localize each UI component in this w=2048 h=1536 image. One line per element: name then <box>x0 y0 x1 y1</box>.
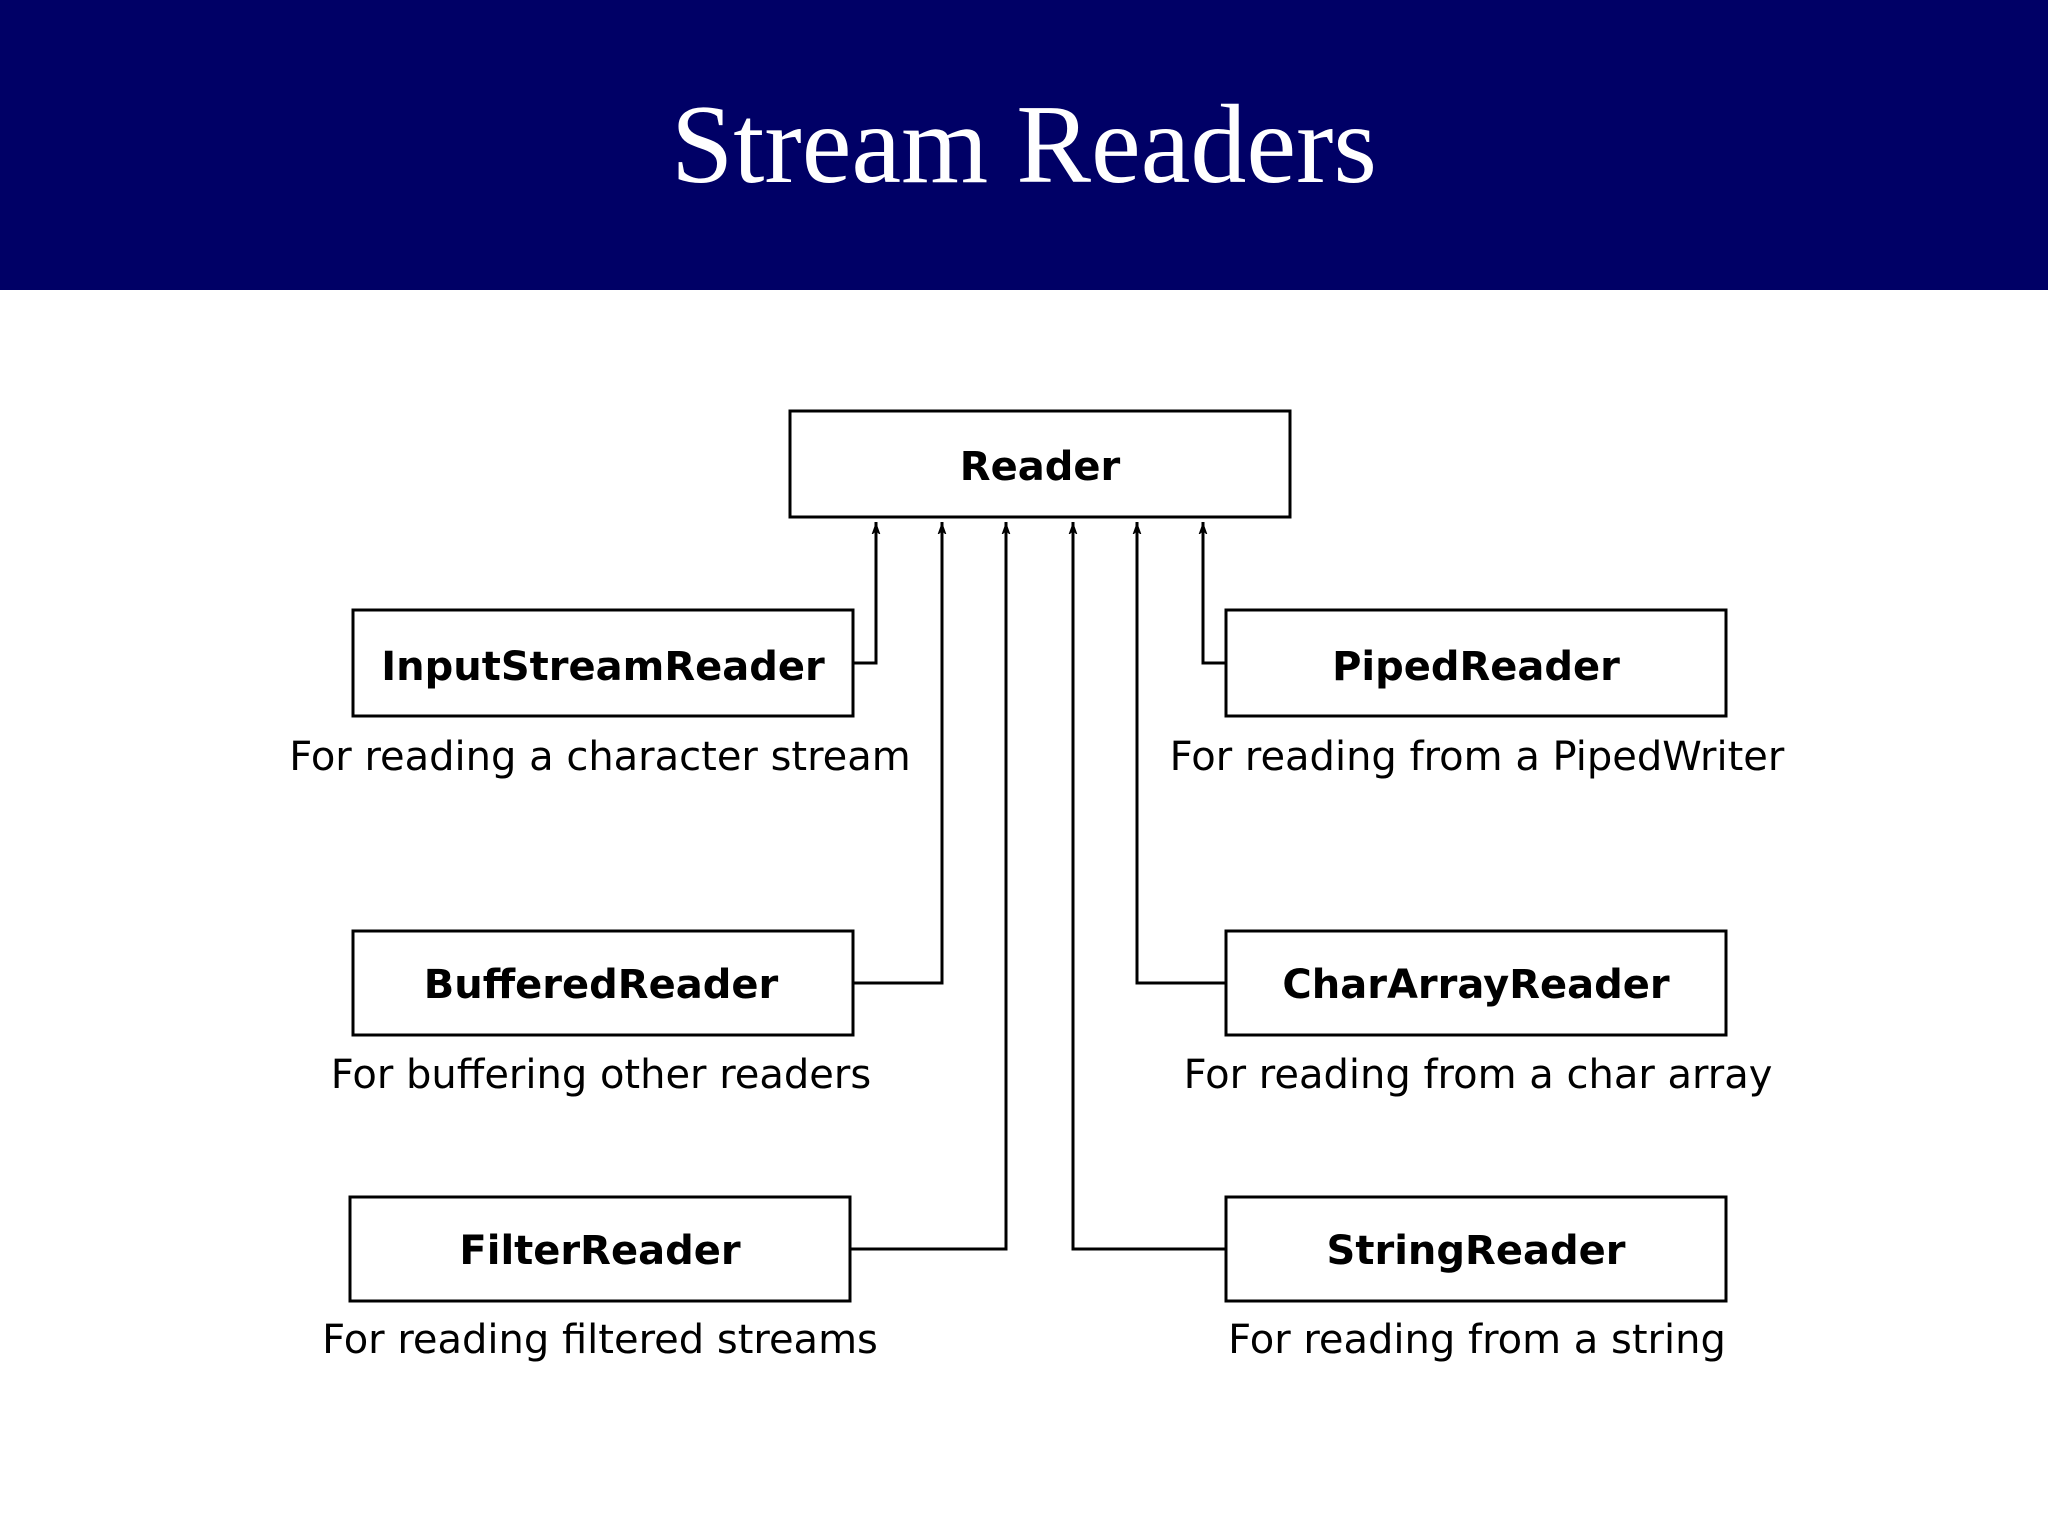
class-description-bufferedreader: For buffering other readers <box>331 1052 871 1098</box>
class-name-filterreader: FilterReader <box>459 1228 740 1274</box>
class-box-chararrayreader: CharArrayReader <box>1224 929 1728 1037</box>
connector-filterreader <box>851 522 1006 1251</box>
class-description-chararrayreader: For reading from a char array <box>1184 1052 1773 1098</box>
class-description-pipedreader: For reading from a PipedWriter <box>1170 734 1785 780</box>
class-box-inputstreamreader: InputStreamReader <box>351 608 855 718</box>
class-box-pipedreader: PipedReader <box>1224 608 1728 718</box>
class-box-stringreader: StringReader <box>1224 1195 1728 1303</box>
class-box-bufferedreader: BufferedReader <box>351 929 855 1037</box>
class-name-pipedreader: PipedReader <box>1332 644 1620 690</box>
connector-stringreader <box>1073 522 1226 1251</box>
title-bar: Stream Readers <box>0 0 2048 290</box>
class-box-reader: Reader <box>788 409 1292 519</box>
connector-chararrayreader <box>1137 522 1226 985</box>
class-name-stringreader: StringReader <box>1327 1228 1626 1274</box>
class-description-stringreader: For reading from a string <box>1228 1317 1726 1363</box>
class-name-inputstreamreader: InputStreamReader <box>381 644 825 690</box>
class-name-reader: Reader <box>960 444 1121 490</box>
class-name-chararrayreader: CharArrayReader <box>1282 962 1669 1008</box>
class-description-inputstreamreader: For reading a character stream <box>289 734 911 780</box>
connectors <box>851 522 1226 1251</box>
class-hierarchy-diagram: Reader InputStreamReader For reading a c… <box>289 409 1785 1363</box>
class-name-bufferedreader: BufferedReader <box>424 962 779 1008</box>
connector-inputstreamreader <box>854 522 876 665</box>
slide-title: Stream Readers <box>671 83 1377 207</box>
class-box-filterreader: FilterReader <box>348 1195 852 1303</box>
class-description-filterreader: For reading filtered streams <box>322 1317 878 1363</box>
connector-pipedreader <box>1203 522 1226 665</box>
connector-bufferedreader <box>854 522 942 985</box>
